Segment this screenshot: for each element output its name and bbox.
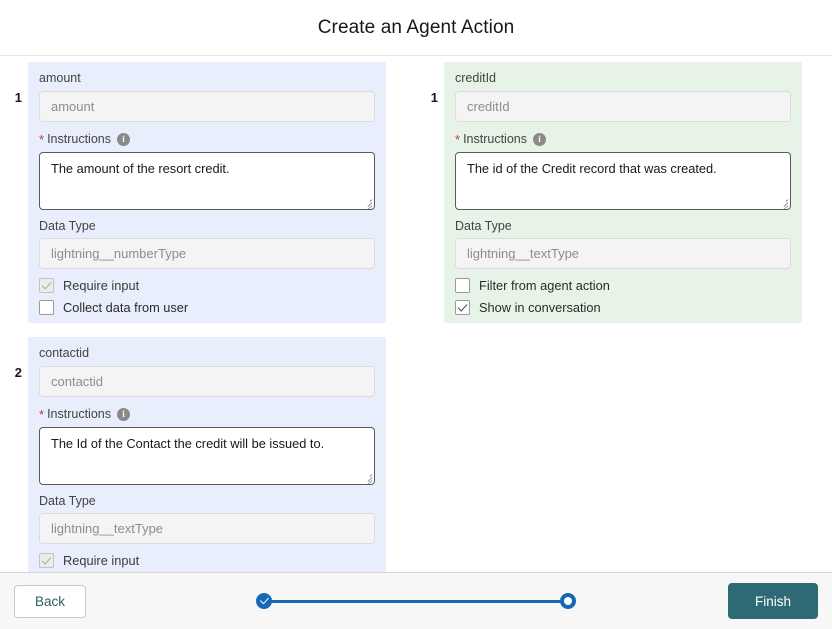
required-asterisk: * <box>39 407 45 422</box>
data-type-input[interactable]: lightning__textType <box>39 513 375 544</box>
instructions-label: Instructions <box>463 132 527 146</box>
instructions-textarea[interactable]: The amount of the resort credit. <box>39 152 375 210</box>
checkbox-label: Require input <box>63 278 140 293</box>
required-asterisk: * <box>39 132 45 147</box>
instructions-textarea[interactable]: The id of the Credit record that was cre… <box>455 152 791 210</box>
api-name-label: amount <box>39 71 81 85</box>
resize-handle-icon[interactable] <box>362 473 373 484</box>
checkbox-icon[interactable] <box>39 553 54 568</box>
info-icon[interactable]: i <box>532 133 546 146</box>
checkbox-row[interactable]: Require input <box>39 553 375 568</box>
checkbox-row[interactable]: Require input <box>39 278 375 293</box>
required-asterisk: * <box>455 132 461 147</box>
checkbox-label: Collect data from user <box>63 300 189 315</box>
api-name-input[interactable]: amount <box>39 91 375 122</box>
progress-connector <box>271 599 561 603</box>
back-button[interactable]: Back <box>14 584 87 618</box>
progress-step-2-current-icon[interactable] <box>560 593 576 609</box>
api-name-input[interactable]: creditId <box>455 91 791 122</box>
parameter-index: 1 <box>430 90 438 105</box>
api-name-input[interactable]: contactid <box>39 366 375 397</box>
checkbox-icon[interactable] <box>455 300 470 315</box>
api-name-label: contactid <box>39 346 90 360</box>
info-icon[interactable]: i <box>116 408 130 421</box>
finish-button[interactable]: Finish <box>727 583 818 619</box>
instructions-text: The id of the Credit record that was cre… <box>467 161 717 176</box>
checkbox-icon[interactable] <box>39 300 54 315</box>
data-type-label: Data Type <box>39 219 96 233</box>
instructions-text: The Id of the Contact the credit will be… <box>51 436 325 451</box>
instructions-label: Instructions <box>47 132 111 146</box>
page-title: Create an Agent Action <box>317 16 515 38</box>
checkbox-label: Filter from agent action <box>479 278 610 293</box>
data-type-label: Data Type <box>455 219 512 233</box>
instructions-label: Instructions <box>47 407 111 421</box>
info-icon[interactable]: i <box>116 133 130 146</box>
resize-handle-icon[interactable] <box>362 198 373 209</box>
checkbox-row[interactable]: Filter from agent action <box>455 278 791 293</box>
parameter-index: 2 <box>14 365 22 380</box>
api-name-label: creditId <box>455 71 496 85</box>
checkbox-label: Show in conversation <box>479 300 601 315</box>
checkbox-row[interactable]: Show in conversation <box>455 300 791 315</box>
data-type-label: Data Type <box>39 494 96 508</box>
checkbox-label: Require input <box>63 553 140 568</box>
checkbox-row[interactable]: Collect data from user <box>39 300 375 315</box>
checkbox-icon[interactable] <box>455 278 470 293</box>
parameter-index: 1 <box>14 90 22 105</box>
instructions-text: The amount of the resort credit. <box>51 161 230 176</box>
resize-handle-icon[interactable] <box>778 198 789 209</box>
wizard-progress-indicator <box>0 593 832 609</box>
modal-footer: Back Finish <box>0 572 832 629</box>
progress-step-1-complete-icon[interactable] <box>256 593 272 609</box>
data-type-input[interactable]: lightning__numberType <box>39 238 375 269</box>
data-type-input[interactable]: lightning__textType <box>455 238 791 269</box>
modal-header: Create an Agent Action <box>0 0 832 56</box>
checkbox-icon[interactable] <box>39 278 54 293</box>
instructions-textarea[interactable]: The Id of the Contact the credit will be… <box>39 427 375 485</box>
